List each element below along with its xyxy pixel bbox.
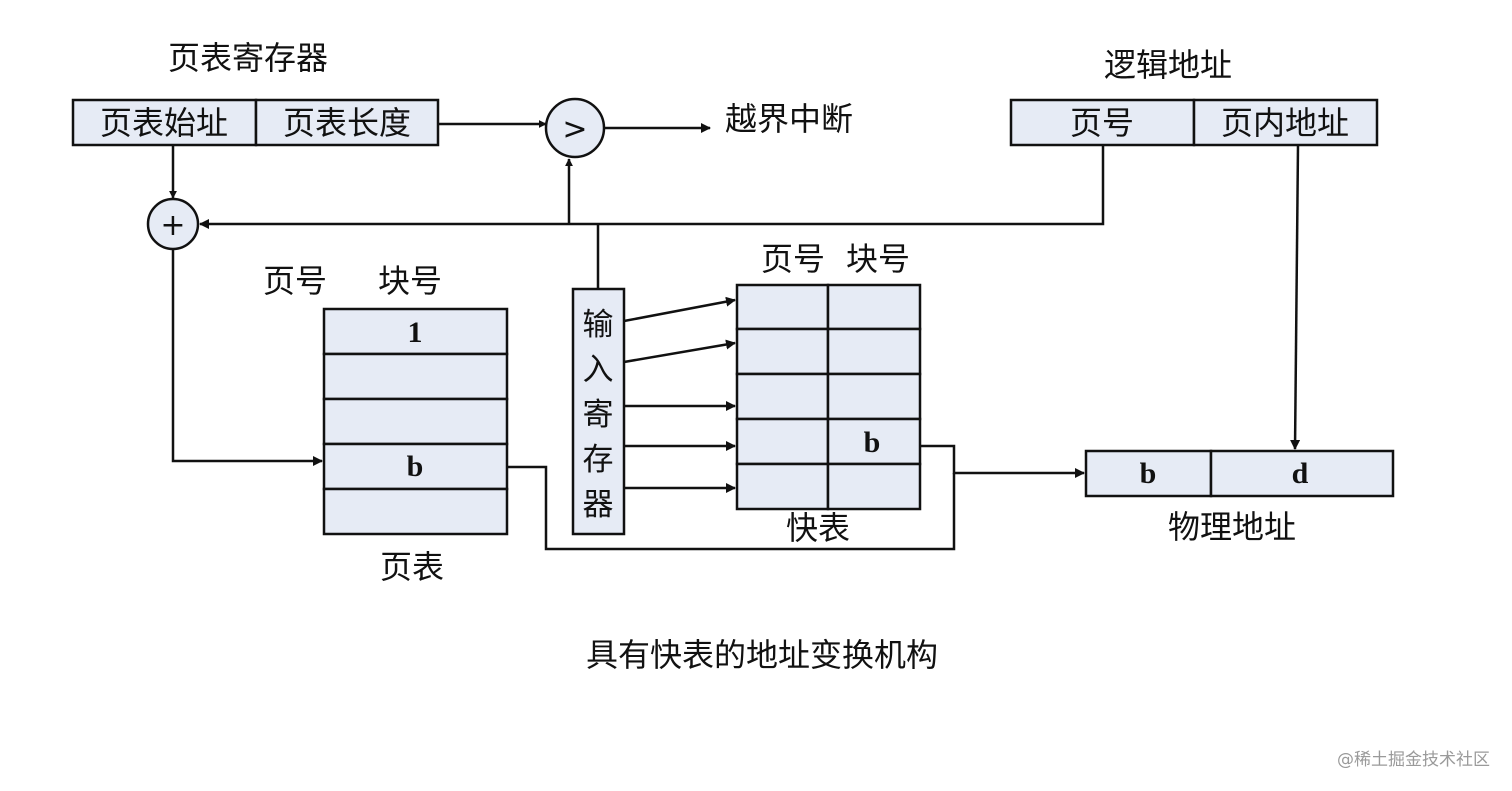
input-register: 输 入 寄 存 器 [571, 287, 626, 536]
tlb-r4-block: b [864, 426, 881, 459]
tlb-header-block: 块号 [846, 240, 910, 278]
page-table-header-block: 块号 [378, 262, 442, 300]
figure-caption: 具有快表的地址变换机构 [586, 636, 938, 674]
physical-address-caption: 物理地址 [1168, 508, 1296, 546]
input-register-char-4: 存 [583, 442, 614, 478]
input-register-char-5: 器 [583, 487, 614, 523]
logical-offset-field: 页内地址 [1221, 104, 1349, 142]
physical-address: b d [1084, 449, 1395, 498]
input-register-char-1: 输 [583, 307, 614, 343]
page-table: 1 b [322, 307, 509, 536]
arrow-input-to-tlb-2 [623, 339, 736, 364]
page-table-header-page: 页号 [263, 262, 327, 300]
page-table-caption: 页表 [380, 548, 444, 586]
input-register-char-3: 寄 [583, 397, 614, 433]
page-table-register-title: 页表寄存器 [168, 39, 328, 77]
page-table-start-field: 页表始址 [100, 104, 228, 142]
comparator-symbol: > [562, 112, 587, 147]
physical-offset-field: d [1292, 457, 1309, 490]
page-table-row-1: 1 [408, 316, 423, 349]
tlb-caption: 快表 [786, 509, 850, 547]
arrow-page-number-to-adder [199, 145, 1105, 229]
logical-page-field: 页号 [1070, 104, 1134, 142]
line-page-table-to-physical [507, 465, 956, 551]
page-table-row-4: b [407, 450, 424, 483]
logical-address: 页号 页内地址 [1009, 98, 1379, 147]
physical-block-field: b [1140, 457, 1157, 490]
overflow-interrupt-label: 越界中断 [725, 100, 853, 138]
watermark: @稀土掘金技术社区 [1337, 750, 1490, 770]
tlb-header-page: 页号 [761, 240, 825, 278]
page-table-register: 页表始址 页表长度 [71, 98, 440, 147]
comparator: > [544, 97, 606, 159]
logical-address-title: 逻辑地址 [1104, 46, 1232, 84]
connectors [169, 120, 1301, 551]
adder-symbol: + [160, 208, 185, 243]
arrow-tlb-to-physical [920, 444, 1085, 478]
tlb-table: b [735, 283, 922, 511]
arrow-input-to-tlb-1 [623, 296, 736, 323]
arrow-adder-to-page-table [171, 249, 323, 466]
page-table-length-field: 页表长度 [283, 104, 411, 142]
arrow-offset-to-physical [1290, 144, 1301, 450]
adder: + [146, 197, 200, 251]
input-register-char-2: 入 [583, 352, 614, 388]
